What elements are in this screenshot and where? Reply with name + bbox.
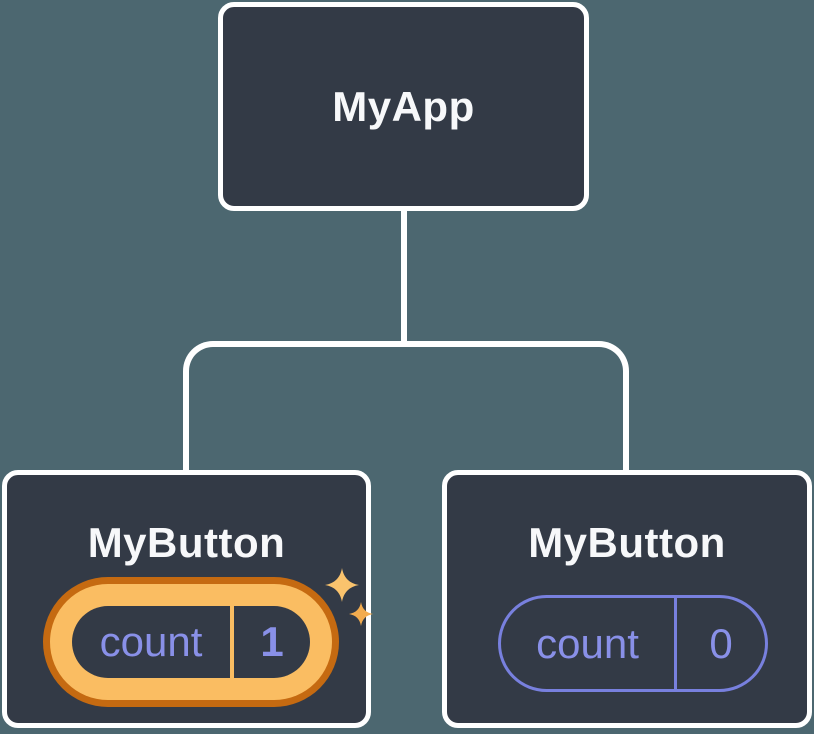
state-pill-body: count 1 [72, 606, 310, 678]
state-pill-highlighted: count 1 [43, 577, 339, 707]
node-myapp: MyApp [218, 2, 589, 211]
state-name-label: count [536, 619, 639, 667]
state-pill-default: count 0 [498, 595, 768, 692]
state-pill-divider [230, 606, 234, 678]
node-mybutton-right: MyButton count 0 [442, 470, 812, 728]
node-mybutton-right-label: MyButton [528, 519, 726, 566]
state-value: 1 [260, 618, 284, 665]
state-pill-highlight-ring: count 1 [50, 584, 332, 700]
state-name-label: count [99, 618, 203, 665]
sparkle-large-icon [325, 568, 359, 602]
sparkle-small-icon [349, 602, 373, 626]
node-mybutton-left: MyButton count 1 [2, 470, 373, 728]
state-pill-divider [674, 598, 677, 689]
node-myapp-label: MyApp [332, 82, 475, 130]
state-value: 0 [709, 619, 733, 667]
sparkle-icon [325, 568, 373, 626]
node-mybutton-left-label: MyButton [87, 519, 286, 566]
connector-branch [183, 341, 629, 470]
connector-root-stem [401, 211, 407, 347]
